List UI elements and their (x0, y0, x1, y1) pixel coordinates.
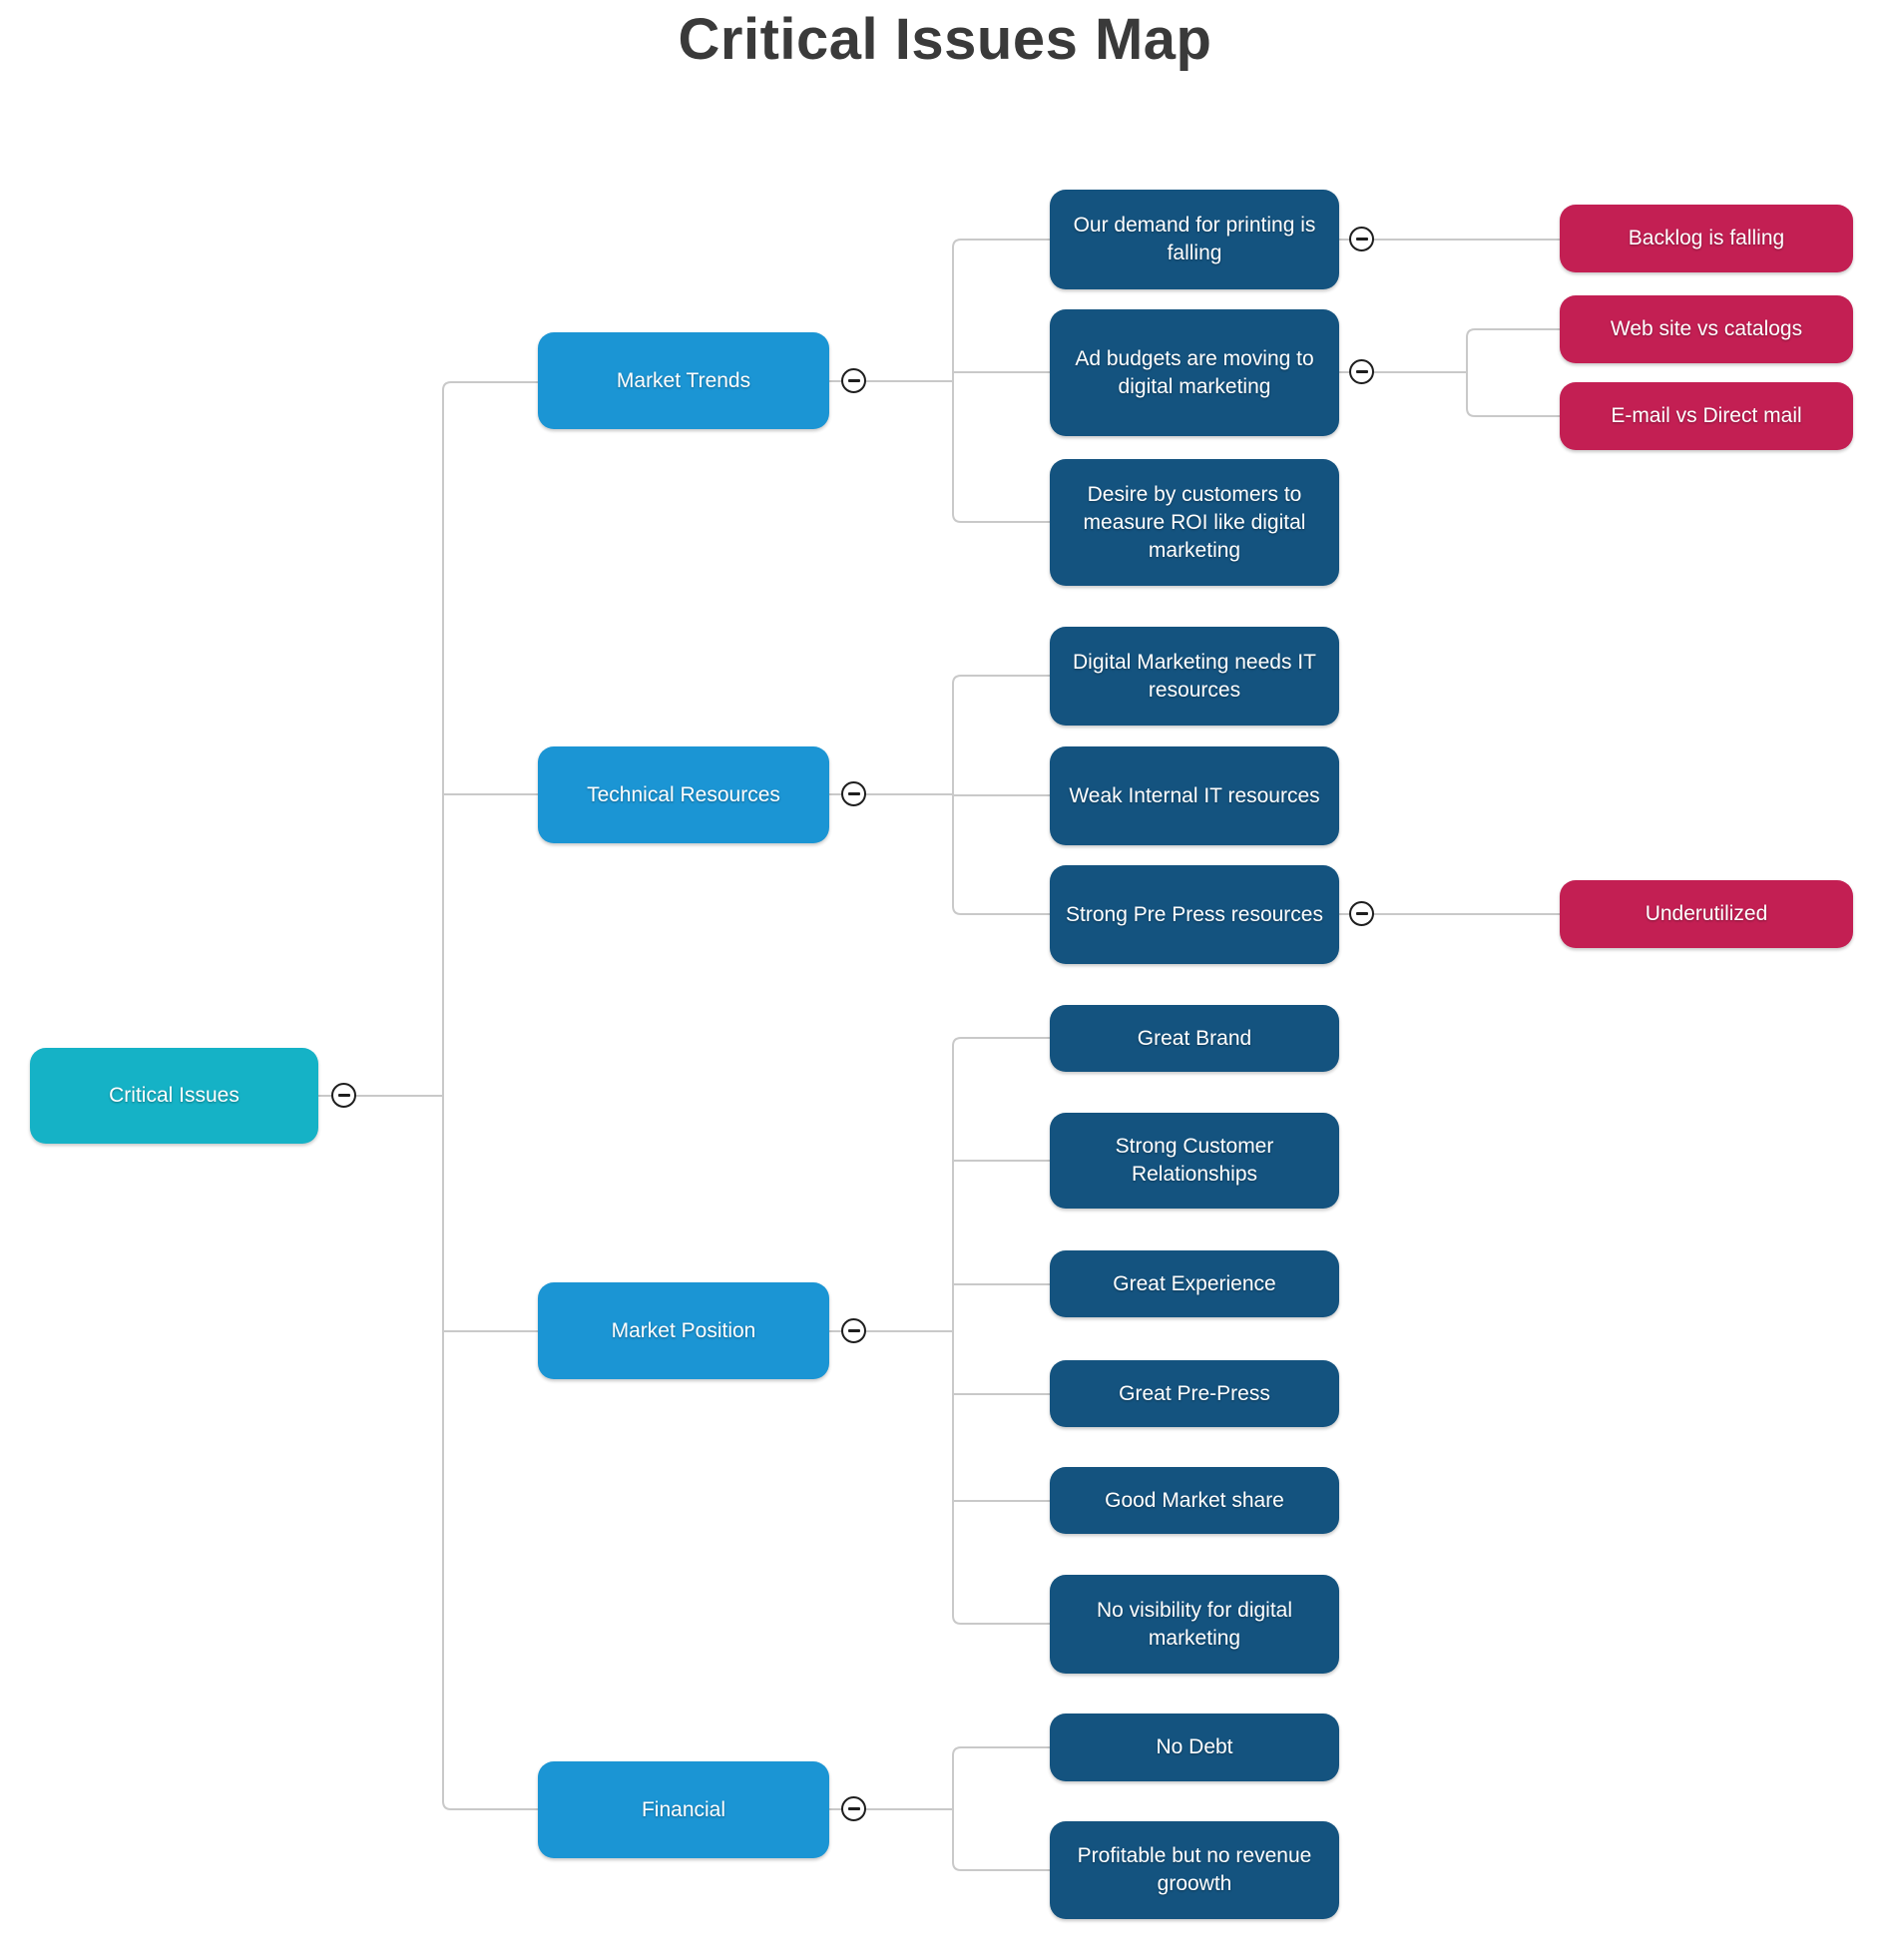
collapse-button-ad-budgets[interactable] (1349, 359, 1374, 384)
node-no-visibility-digital[interactable]: No visibility for digital marketing (1050, 1575, 1339, 1674)
node-label: Strong Pre Press resources (1066, 902, 1323, 926)
node-weak-internal-it[interactable]: Weak Internal IT resources (1050, 746, 1339, 845)
node-backlog-falling[interactable]: Backlog is falling (1560, 205, 1853, 272)
node-label: Ad budgets are moving to digital marketi… (1075, 346, 1314, 398)
collapse-button-technical-resources[interactable] (841, 781, 866, 806)
node-label: Profitable but no revenue groowth (1077, 1844, 1312, 1895)
node-label: Technical Resources (587, 782, 780, 806)
minus-icon (1355, 238, 1368, 241)
collapse-button-strong-pre-press[interactable] (1349, 901, 1374, 926)
node-no-debt[interactable]: No Debt (1050, 1714, 1339, 1781)
minus-icon (847, 1807, 860, 1810)
node-financial[interactable]: Financial (538, 1761, 829, 1858)
collapse-button-market-trends[interactable] (841, 368, 866, 393)
node-great-experience[interactable]: Great Experience (1050, 1250, 1339, 1317)
minus-icon (1355, 912, 1368, 915)
node-label: Market Trends (616, 368, 751, 392)
node-market-trends[interactable]: Market Trends (538, 332, 829, 429)
node-label: No Debt (1156, 1735, 1233, 1758)
collapse-button-demand-falling[interactable] (1349, 227, 1374, 251)
node-strong-customer-relationships[interactable]: Strong Customer Relationships (1050, 1113, 1339, 1209)
minus-icon (337, 1094, 350, 1097)
node-label: Great Pre-Press (1119, 1381, 1270, 1405)
collapse-button-financial[interactable] (841, 1796, 866, 1821)
node-web-site-vs-catalogs[interactable]: Web site vs catalogs (1560, 295, 1853, 363)
page-title: Critical Issues Map (678, 7, 1212, 72)
node-label: No visibility for digital marketing (1096, 1598, 1293, 1650)
node-label: Great Experience (1113, 1271, 1276, 1295)
node-critical-issues[interactable]: Critical Issues (30, 1048, 318, 1144)
node-label: Great Brand (1137, 1026, 1252, 1050)
node-label: Critical Issues (109, 1084, 239, 1107)
node-label: Strong Customer Relationships (1115, 1135, 1274, 1186)
minus-icon (847, 379, 860, 382)
node-label: Web site vs catalogs (1610, 317, 1803, 340)
node-profitable-no-growth[interactable]: Profitable but no revenue groowth (1050, 1821, 1339, 1919)
node-technical-resources[interactable]: Technical Resources (538, 746, 829, 843)
node-label: Weak Internal IT resources (1069, 783, 1320, 807)
node-great-pre-press[interactable]: Great Pre-Press (1050, 1360, 1339, 1427)
node-label: Market Position (611, 1318, 756, 1342)
node-market-position[interactable]: Market Position (538, 1282, 829, 1379)
node-label: Our demand for printing is falling (1073, 214, 1316, 264)
node-great-brand[interactable]: Great Brand (1050, 1005, 1339, 1072)
node-label: Digital Marketing needs IT resources (1073, 650, 1316, 702)
node-demand-for-printing-falling[interactable]: Our demand for printing is falling (1050, 190, 1339, 289)
collapse-button-market-position[interactable] (841, 1318, 866, 1343)
node-label: Underutilized (1645, 902, 1768, 925)
collapse-button-critical-issues[interactable] (331, 1083, 356, 1108)
node-digital-marketing-needs-it[interactable]: Digital Marketing needs IT resources (1050, 627, 1339, 726)
node-label: Backlog is falling (1628, 227, 1785, 249)
node-strong-pre-press[interactable]: Strong Pre Press resources (1050, 865, 1339, 964)
node-underutilized[interactable]: Underutilized (1560, 880, 1853, 948)
node-desire-measure-roi[interactable]: Desire by customers to measure ROI like … (1050, 459, 1339, 586)
node-label: Desire by customers to measure ROI like … (1083, 482, 1306, 562)
minus-icon (1355, 370, 1368, 373)
minus-icon (847, 1329, 860, 1332)
node-label: Financial (641, 1797, 726, 1821)
minus-icon (847, 792, 860, 795)
node-label: E-mail vs Direct mail (1611, 404, 1802, 427)
node-good-market-share[interactable]: Good Market share (1050, 1467, 1339, 1534)
node-ad-budgets-digital[interactable]: Ad budgets are moving to digital marketi… (1050, 309, 1339, 436)
node-label: Good Market share (1105, 1488, 1284, 1512)
node-email-vs-direct-mail[interactable]: E-mail vs Direct mail (1560, 382, 1853, 450)
